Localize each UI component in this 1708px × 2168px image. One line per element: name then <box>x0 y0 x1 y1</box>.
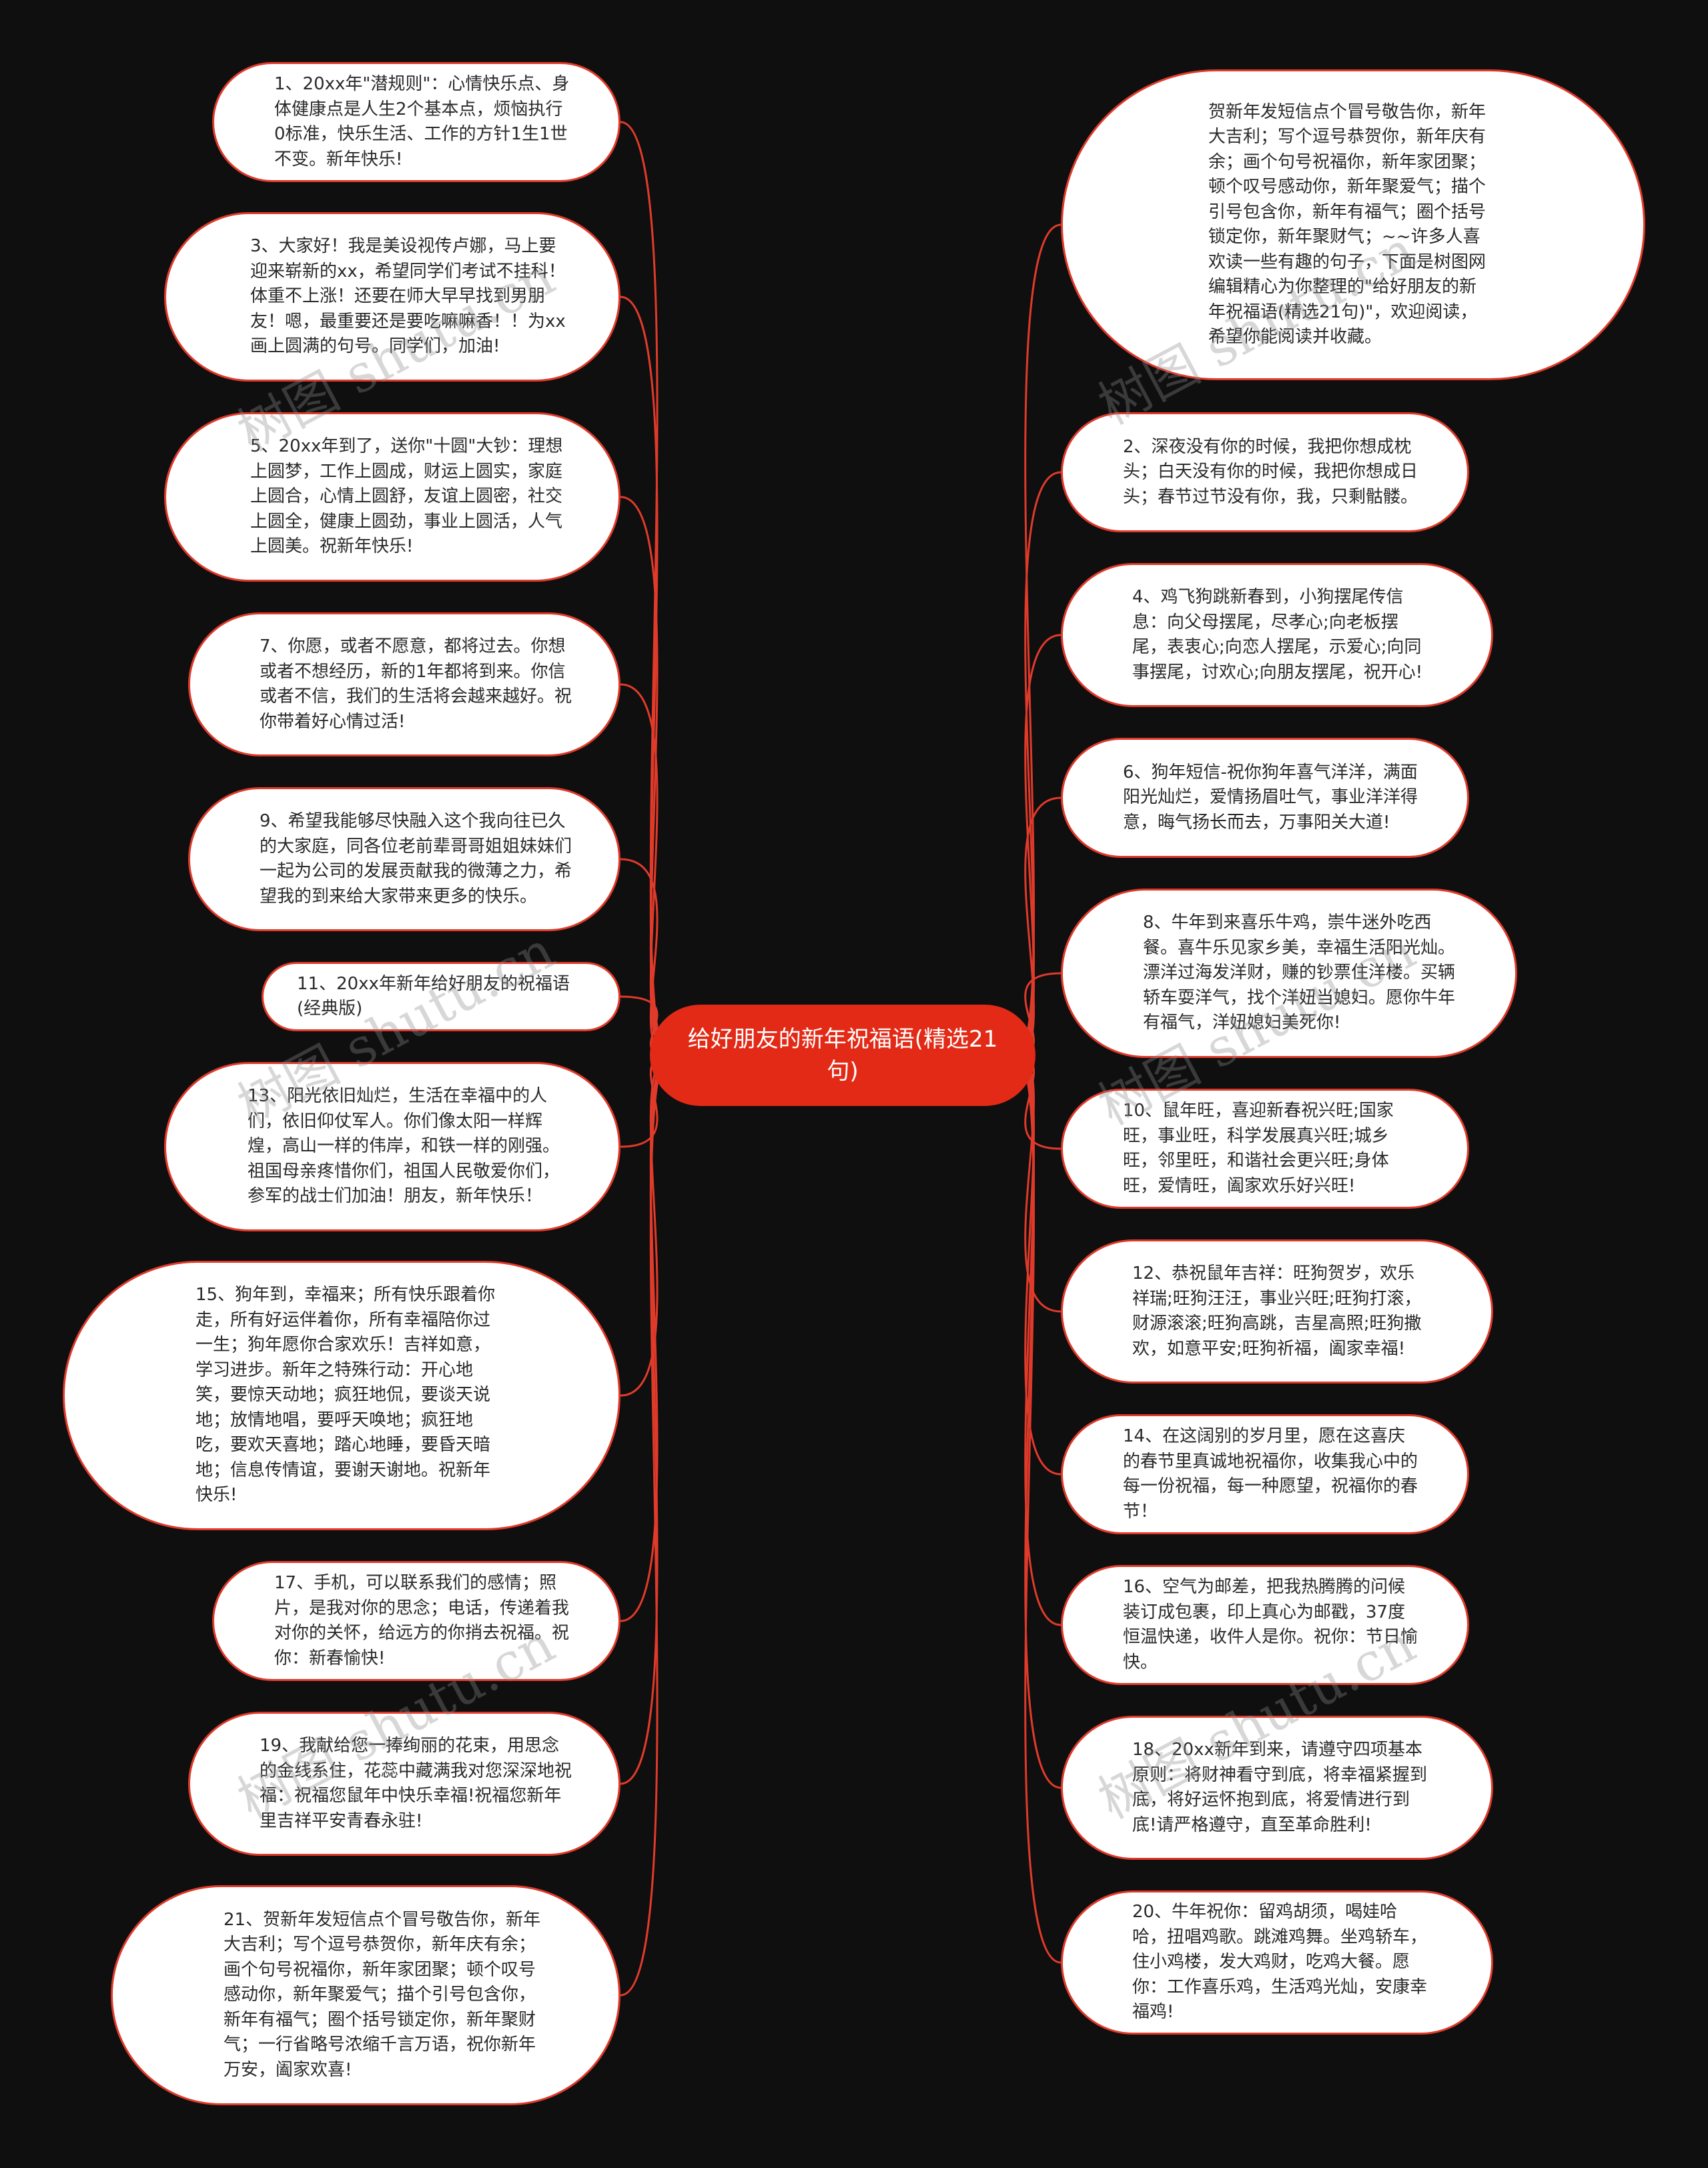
node-text: 21、贺新年发短信点个冒号敬告你，新年大吉利；写个逗号恭贺你，新年庆有余；画个句… <box>224 1909 541 2080</box>
left-node-9[interactable]: 9、希望我能够尽快融入这个我向往已久的大家庭，同各位老前辈哥哥姐姐妹妹们一起为公… <box>188 787 620 931</box>
right-node-intro[interactable]: 贺新年发短信点个冒号敬告你，新年大吉利；写个逗号恭贺你，新年庆有余；画个句号祝福… <box>1061 69 1645 380</box>
root-topic[interactable]: 给好朋友的新年祝福语(精选21句) <box>650 1005 1035 1106</box>
node-text: 1、20xx年"潜规则"：心情快乐点、身体健康点是人生2个基本点，烦恼执行0标准… <box>274 74 570 169</box>
right-node-18[interactable]: 18、20xx新年到来，请遵守四项基本原则：将财神看守到底，将幸福紧握到底，将好… <box>1061 1716 1493 1860</box>
left-node-21[interactable]: 21、贺新年发短信点个冒号敬告你，新年大吉利；写个逗号恭贺你，新年庆有余；画个句… <box>111 1885 620 2105</box>
node-text: 8、牛年到来喜乐牛鸡，崇牛迷外吃西餐。喜牛乐见家乡美，幸福生活阳光灿。漂洋过海发… <box>1143 913 1456 1033</box>
left-node-15[interactable]: 15、狗年到，幸福来；所有快乐跟着你走，所有好运伴着你，所有幸福陪你过一生；狗年… <box>63 1261 620 1530</box>
connector-line <box>620 1054 671 1997</box>
node-text: 16、空气为邮差，把我热腾腾的问候装订成包裹，印上真心为邮戳，37度恒温快递，收… <box>1123 1577 1418 1672</box>
right-node-20[interactable]: 20、牛年祝你：留鸡胡须，喝娃哈哈，扭唱鸡歌。跳滩鸡舞。坐鸡轿车，住小鸡楼，发大… <box>1061 1890 1493 2035</box>
right-node-2[interactable]: 2、深夜没有你的时候，我把你想成枕头；白天没有你的时候，我把你想成日头；春节过节… <box>1061 412 1469 532</box>
connector-line <box>1015 1054 1061 1476</box>
root-title: 给好朋友的新年祝福语(精选21句) <box>687 1026 998 1085</box>
node-text: 3、大家好！我是美设视传卢娜，马上要迎来崭新的xx，希望同学们考试不挂科！体重不… <box>250 236 566 357</box>
node-text: 17、手机，可以联系我们的感情；照片，是我对你的思念；电话，传递着我对你的关怀，… <box>274 1573 570 1668</box>
connector-line <box>1015 1054 1061 1964</box>
right-node-10[interactable]: 10、鼠年旺，喜迎新春祝兴旺;国家旺，事业旺，科学发展真兴旺;城乡旺，邻里旺，和… <box>1061 1089 1469 1209</box>
node-text: 5、20xx年到了，送你"十圆"大钞：理想上圆梦，工作上圆成，财运上圆实，家庭上… <box>250 436 563 557</box>
left-node-17[interactable]: 17、手机，可以联系我们的感情；照片，是我对你的思念；电话，传递着我对你的关怀，… <box>212 1561 620 1681</box>
node-text: 4、鸡飞狗跳新春到，小狗摆尾传信息：向父母摆尾，尽孝心;向老板摆尾，表衷心;向恋… <box>1132 587 1423 682</box>
connector-line <box>1015 1054 1061 1626</box>
node-text: 贺新年发短信点个冒号敬告你，新年大吉利；写个逗号恭贺你，新年庆有余；画个句号祝福… <box>1208 101 1486 348</box>
node-text: 15、狗年到，幸福来；所有快乐跟着你走，所有好运伴着你，所有幸福陪你过一生；狗年… <box>195 1285 496 1506</box>
connector-line <box>620 1054 671 1622</box>
node-text: 10、鼠年旺，喜迎新春祝兴旺;国家旺，事业旺，科学发展真兴旺;城乡旺，邻里旺，和… <box>1123 1101 1394 1196</box>
left-node-3[interactable]: 3、大家好！我是美设视传卢娜，马上要迎来崭新的xx，希望同学们考试不挂科！体重不… <box>164 212 620 382</box>
node-text: 11、20xx年新年给好朋友的祝福语(经典版) <box>297 973 570 1019</box>
right-node-16[interactable]: 16、空气为邮差，把我热腾腾的问候装订成包裹，印上真心为邮戳，37度恒温快递，收… <box>1061 1565 1469 1685</box>
connector-line <box>1015 796 1061 1057</box>
right-node-6[interactable]: 6、狗年短信-祝你狗年喜气洋洋，满面阳光灿烂，爱情扬眉吐气，事业洋洋得意，晦气扬… <box>1061 738 1469 858</box>
connector-line <box>620 496 671 1057</box>
left-node-5[interactable]: 5、20xx年到了，送你"十圆"大钞：理想上圆梦，工作上圆成，财运上圆实，家庭上… <box>164 412 620 582</box>
connector-line <box>620 121 671 1057</box>
connector-line <box>1015 1054 1061 1789</box>
node-text: 19、我献给您一捧绚丽的花束，用思念的金线系住，花蕊中藏满我对您深深地祝福：祝福… <box>260 1736 572 1831</box>
right-node-8[interactable]: 8、牛年到来喜乐牛鸡，崇牛迷外吃西餐。喜牛乐见家乡美，幸福生活阳光灿。漂洋过海发… <box>1061 889 1517 1058</box>
left-node-7[interactable]: 7、你愿，或者不愿意，都将过去。你想或者不想经历，新的1年都将到来。你信或者不信… <box>188 612 620 756</box>
connector-line <box>620 1054 671 1785</box>
connector-line <box>1015 1054 1061 1313</box>
connector-line <box>620 1054 671 1397</box>
left-node-1[interactable]: 1、20xx年"潜规则"：心情快乐点、身体健康点是人生2个基本点，烦恼执行0标准… <box>212 62 620 182</box>
node-text: 12、恭祝鼠年吉祥：旺狗贺岁，欢乐祥瑞;旺狗汪汪，事业兴旺;旺狗打滚，财源滚滚;… <box>1132 1263 1422 1359</box>
node-text: 9、希望我能够尽快融入这个我向往已久的大家庭，同各位老前辈哥哥姐姐妹妹们一起为公… <box>260 811 572 907</box>
right-node-14[interactable]: 14、在这阔别的岁月里，愿在这喜庆的春节里真诚地祝福你，收集我心中的每一份祝福，… <box>1061 1414 1469 1534</box>
node-text: 20、牛年祝你：留鸡胡须，喝娃哈哈，扭唱鸡歌。跳滩鸡舞。坐鸡轿车，住小鸡楼，发大… <box>1132 1902 1428 2023</box>
node-text: 14、在这阔别的岁月里，愿在这喜庆的春节里真诚地祝福你，收集我心中的每一份祝福，… <box>1123 1426 1418 1522</box>
left-node-13[interactable]: 13、阳光依旧灿烂，生活在幸福中的人们，依旧仰仗军人。你们像太阳一样辉煌，高山一… <box>164 1062 620 1231</box>
node-text: 6、狗年短信-祝你狗年喜气洋洋，满面阳光灿烂，爱情扬眉吐气，事业洋洋得意，晦气扬… <box>1123 762 1418 833</box>
connector-line <box>1015 223 1061 1057</box>
node-text: 7、你愿，或者不愿意，都将过去。你想或者不想经历，新的1年都将到来。你信或者不信… <box>260 636 572 732</box>
left-node-19[interactable]: 19、我献给您一捧绚丽的花束，用思念的金线系住，花蕊中藏满我对您深深地祝福：祝福… <box>188 1712 620 1856</box>
connector-line <box>1015 471 1061 1057</box>
right-node-12[interactable]: 12、恭祝鼠年吉祥：旺狗贺岁，欢乐祥瑞;旺狗汪汪，事业兴旺;旺狗打滚，财源滚滚;… <box>1061 1239 1493 1384</box>
node-text: 13、阳光依旧灿烂，生活在幸福中的人们，依旧仰仗军人。你们像太阳一样辉煌，高山一… <box>248 1086 560 1207</box>
connector-line <box>620 296 671 1057</box>
connector-line <box>1015 634 1061 1057</box>
node-text: 18、20xx新年到来，请遵守四项基本原则：将财神看守到底，将幸福紧握到底，将好… <box>1132 1740 1428 1835</box>
left-node-11[interactable]: 11、20xx年新年给好朋友的祝福语(经典版) <box>262 962 620 1031</box>
right-node-4[interactable]: 4、鸡飞狗跳新春到，小狗摆尾传信息：向父母摆尾，尽孝心;向老板摆尾，表衷心;向恋… <box>1061 563 1493 707</box>
node-text: 2、深夜没有你的时候，我把你想成枕头；白天没有你的时候，我把你想成日头；春节过节… <box>1123 436 1418 507</box>
